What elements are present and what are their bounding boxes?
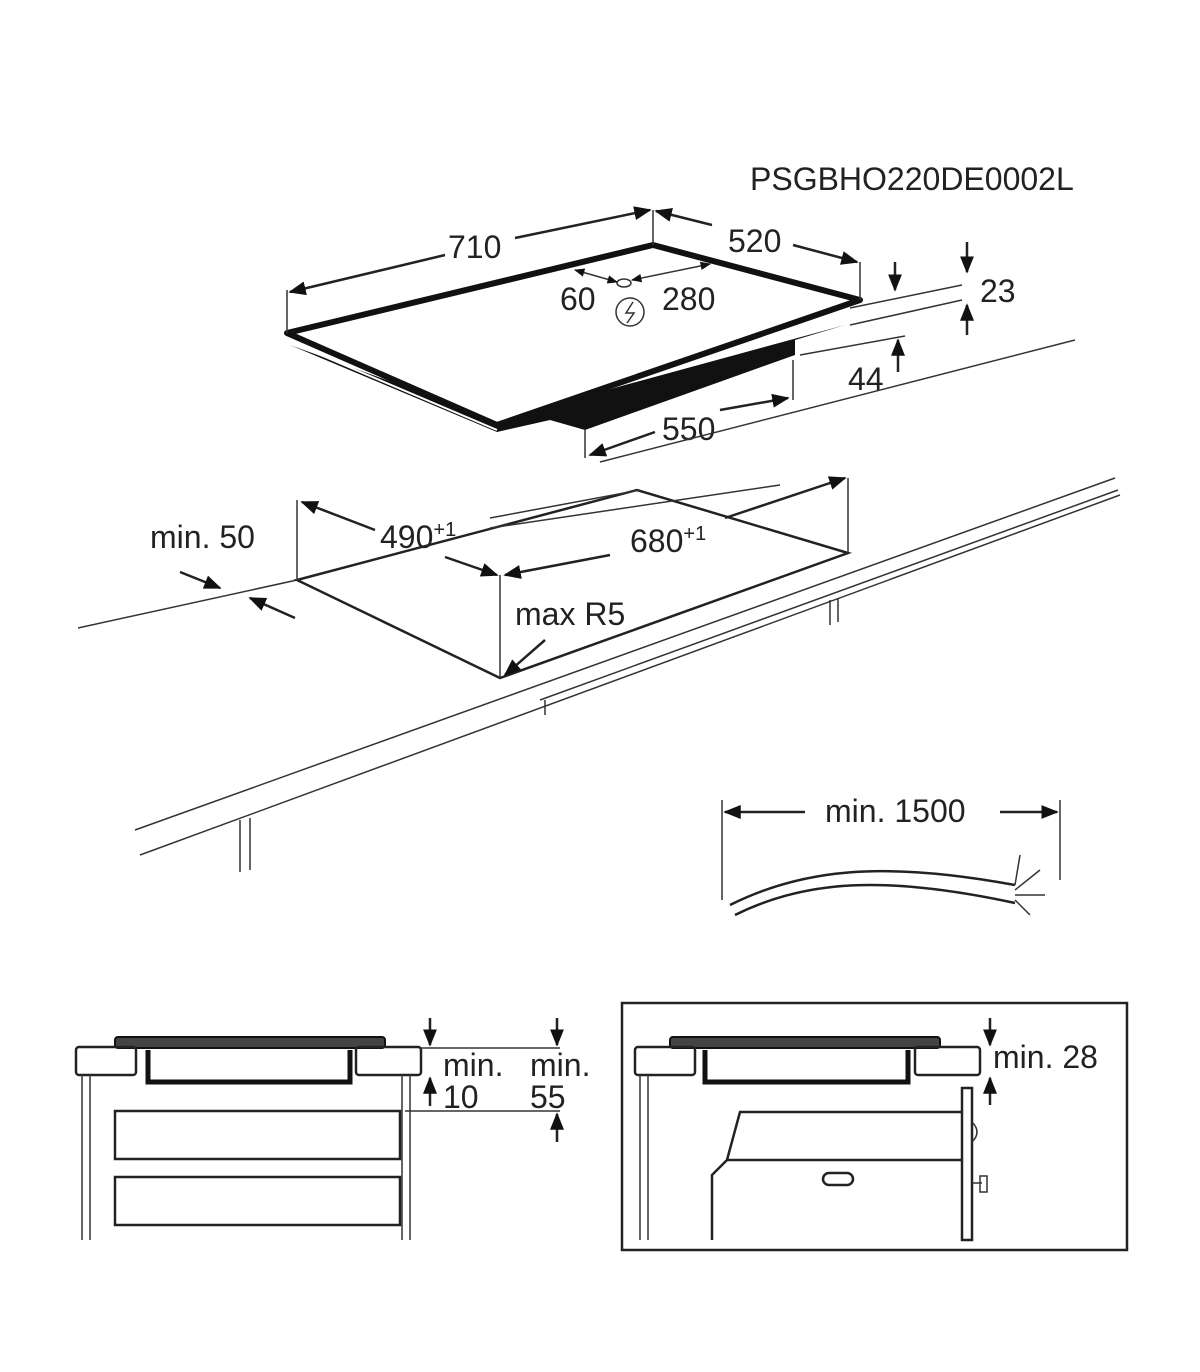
hob-width-label: 710 [448, 229, 501, 265]
hob-bottom-width-label: 550 [662, 411, 715, 447]
cutout-width-tolerance: +1 [683, 523, 706, 545]
countertop-drawing: 490+1 680+1 min. 50 max R5 [77, 476, 1121, 872]
hob-depth-label: 520 [728, 223, 781, 259]
edge-distance-label: min. 50 [150, 519, 255, 555]
oven-clearance-label: min. 28 [993, 1039, 1098, 1075]
clearance-b-value: 55 [530, 1079, 566, 1115]
power-connection-icon [615, 297, 645, 327]
cable-drawing: min. 1500 [721, 793, 1061, 917]
cutout-depth-label: 490+1 [380, 519, 456, 555]
clearance-a-value: 10 [443, 1079, 479, 1115]
cable-length-label: min. 1500 [825, 793, 966, 829]
corner-radius-label: max R5 [515, 596, 625, 632]
hob-top-height-label: 23 [980, 273, 1016, 309]
clearance-a-label: min. [443, 1047, 503, 1083]
diagram-code: PSGBHO220DE0002L [750, 161, 1074, 197]
hob-drawing: 710 520 60 280 23 44 550 [284, 206, 1076, 463]
clearance-b-label: min. [530, 1047, 590, 1083]
cutout-depth-value: 490 [380, 519, 433, 555]
hob-total-height-label: 44 [848, 361, 884, 397]
oven-handle [821, 1171, 855, 1187]
cutout-width-label: 680+1 [630, 523, 706, 559]
cutout-depth-tolerance: +1 [433, 519, 456, 541]
connection-offset-right: 280 [662, 281, 715, 317]
oven-installation-drawing: min. 28 [620, 1001, 1129, 1252]
connection-offset-left: 60 [560, 281, 596, 317]
cutout-width-value: 680 [630, 523, 683, 559]
drawer-installation-drawing: min. 10 min. 55 [74, 1018, 590, 1240]
